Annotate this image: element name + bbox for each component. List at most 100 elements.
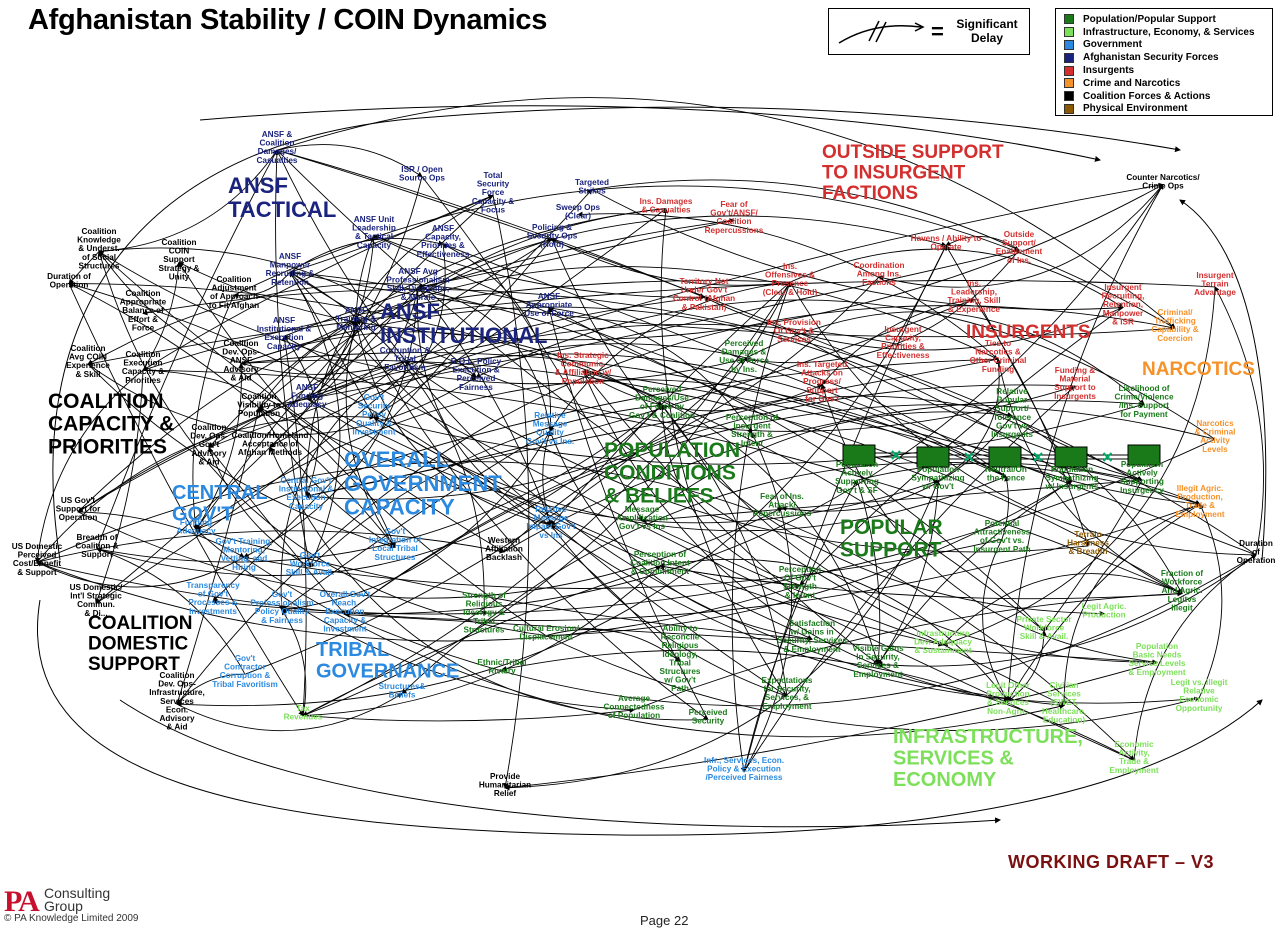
legend-label: Afghanistan Security Forces [1083,52,1219,64]
node-label-line: Services [1047,690,1081,699]
node-label-line: Territory Not [680,277,729,286]
cluster-label-line: TO INSURGENT [822,163,966,184]
node-label-line: Gov't [272,590,293,599]
node-label-line: Mentoring [336,323,376,332]
node-label-line: Coalition [70,344,105,353]
causal-arrow [306,321,359,400]
node-label-line: Funding [982,365,1014,374]
node-label-line: Professionalism [386,276,449,285]
causal-arrow [233,271,291,299]
node-label-line: Strength & [731,430,773,439]
logo-text-line-1: Consulting [44,885,111,901]
causal-arrow [373,244,446,419]
node-label-line: Security [477,180,510,189]
node-label-line: Funding & [1055,366,1096,375]
node-label-line: Coalition [191,423,226,432]
causal-arrow [77,511,245,558]
causal-arrow [258,407,552,527]
flow-valve-icon [1102,452,1113,462]
causal-arrow [404,361,1089,553]
causal-arrow [142,261,182,371]
node-label-line: Tolerance [993,413,1032,422]
causal-arrow [240,352,1007,478]
node-label-line: Duration of [47,272,91,281]
causal-arrow [96,547,246,675]
causal-arrow [401,461,1201,695]
node-label-line: Retention, [1103,300,1143,309]
node-label-line: Capacity [289,502,324,511]
node-label-line: Visible Gains [852,644,904,653]
node-label-line: Illegit [1171,603,1193,612]
causal-arrow [95,286,419,604]
causal-arrow [501,649,1135,761]
node-label-line: Coalition [716,217,751,226]
node-label-line: Attack/ [768,501,796,510]
causal-arrow [309,404,663,568]
causal-arrow [208,446,311,568]
node-label-line: ANSF [279,252,301,261]
node-label-line: Insurgent [884,325,922,334]
node-label-line: Expectations [762,676,813,685]
causal-arrow [176,245,947,708]
node-label-line: Relative [1183,687,1215,696]
node-label-line: Ins. Damages [640,197,693,206]
node-label-line: Security, Services [777,636,847,645]
node-label-line: In Security, [856,653,900,662]
node-label-line: Appropriate [120,298,167,307]
diagram-node: Fear of Ins.Attack/Repercussions [753,492,812,518]
node-label-line: Quality & [356,419,392,428]
node-label-line: Leadership, [951,288,997,297]
causal-arrow [306,176,423,400]
node-label-line: Execution & [452,366,499,375]
node-label-line: ANSF [432,224,454,233]
causal-arrow [276,149,1065,706]
node-label-line: Coalition [241,392,276,401]
page-title: Afghanistan Stability / COIN Dynamics [28,4,548,36]
node-label-line: Funding [180,518,212,527]
node-label-line: Reach, [332,599,359,608]
cluster-label: INSURGENTS [966,322,1091,343]
cluster-label-line: NARCOTICS [1142,359,1255,380]
causal-arrow [68,283,304,717]
node-label-line: Sympathizing [1045,474,1098,483]
node-label-line: Coalition & [75,542,118,551]
causal-arrow [344,404,1216,616]
logo-text: Consulting Group [44,885,111,913]
causal-arrow [289,271,375,419]
node-label-line: Illegit Agric. [1177,484,1224,493]
node-label-line: for Security, [763,685,810,694]
node-label-line: Strikes [578,187,606,196]
causal-arrow [276,144,423,178]
causal-arrow [278,361,406,612]
node-label-line: Afghan Methods [238,448,303,457]
node-label-line: Tribal [669,658,691,667]
legend-label: Coalition Forces & Actions [1083,90,1211,102]
node-label-line: Source Ops [399,174,445,183]
node-label-line: Support [81,550,113,559]
draft-label: WORKING DRAFT – V3 [1008,852,1215,872]
node-label-line: Potential [985,519,1020,528]
node-label-line: Relative [996,387,1028,396]
node-label-line: Dev. Ops- [190,432,228,441]
cluster-label-line: COALITION [88,613,193,634]
node-label-line: of Population [608,711,660,720]
diagram-node: Illegit Agric.Production,Trade &Employme… [1175,484,1224,519]
cluster-label-line: ANSF [228,173,288,198]
node-label-line: & Tactical [355,232,393,241]
legend-swatch-icon [1064,65,1074,76]
causal-arrow [942,286,1216,647]
node-label-line: & Underst. [78,244,119,253]
